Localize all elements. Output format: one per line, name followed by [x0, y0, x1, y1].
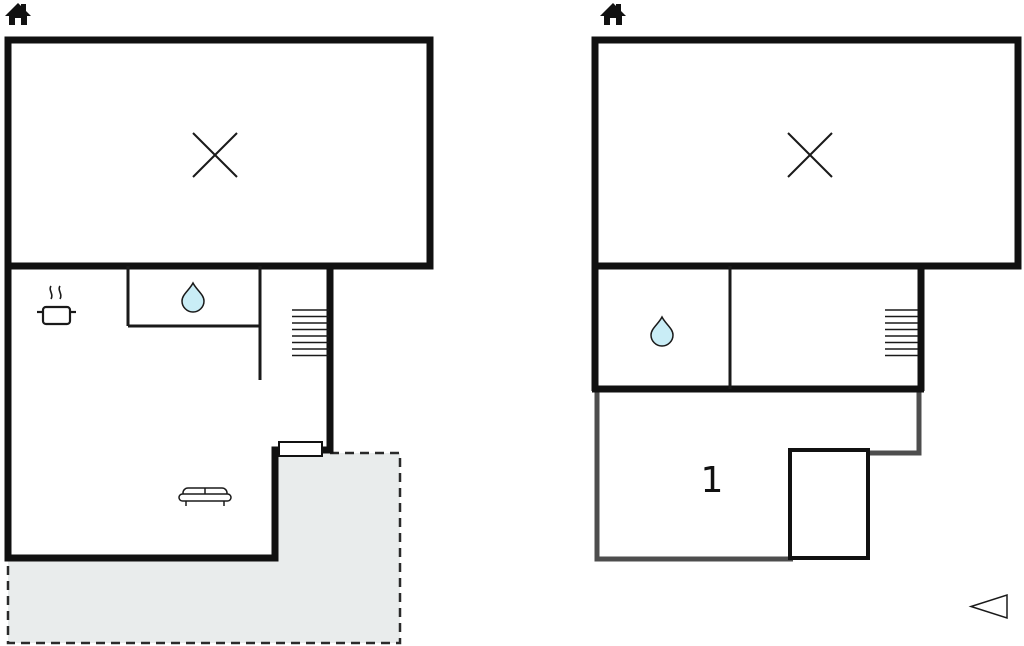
left-floorplan — [4, 3, 434, 645]
left-interior-walls — [126, 266, 262, 380]
house-icon — [600, 3, 626, 25]
right-mid-walls — [591, 266, 925, 393]
right-main-room — [591, 36, 1022, 270]
x-marker — [787, 132, 833, 178]
water-drop-icon — [181, 281, 205, 313]
stairs-icon — [885, 309, 918, 357]
right-floorplan: 1 — [591, 3, 1022, 562]
water-drop-icon — [650, 315, 674, 347]
direction-triangle-icon — [968, 593, 1008, 620]
right-entry-room — [788, 448, 870, 560]
x-marker — [192, 132, 238, 178]
door-opening — [278, 441, 323, 457]
cooking-pot-icon — [37, 285, 76, 326]
house-icon — [5, 3, 31, 25]
left-main-room — [4, 36, 434, 270]
right-lower-walls — [594, 389, 922, 562]
room-number-label: 1 — [701, 460, 724, 501]
stairs-icon — [292, 309, 329, 357]
terrace-area — [6, 451, 402, 645]
sofa-icon — [178, 487, 232, 506]
